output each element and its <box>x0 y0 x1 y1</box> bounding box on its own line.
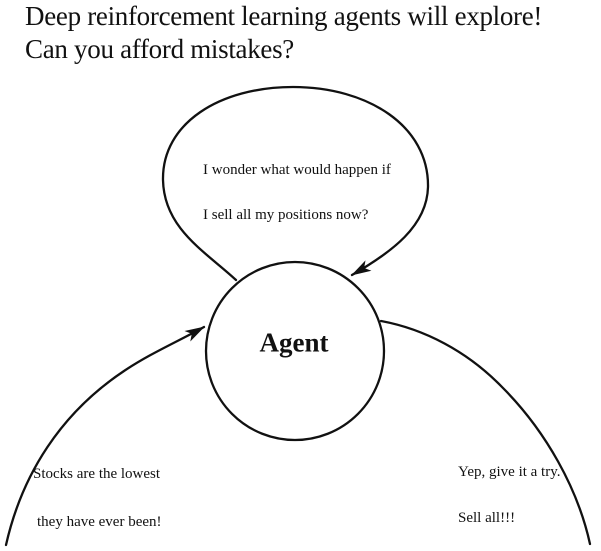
agent-label: Agent <box>259 327 329 358</box>
incoming-arrow-left <box>4 325 206 547</box>
thought-bubble-text-line-2: I sell all my positions now? <box>203 207 369 223</box>
caption-right-line-1: Yep, give it a try. <box>458 464 561 480</box>
title-line-2: Can you afford mistakes? <box>25 34 294 64</box>
caption-left-line-1: Stocks are the lowest <box>33 466 161 482</box>
thought-bubble-text-line-1: I wonder what would happen if <box>203 162 391 178</box>
caption-left-line-2: they have ever been! <box>37 514 162 530</box>
caption-right-line-2: Sell all!!! <box>458 510 516 526</box>
title-line-1: Deep reinforcement learning agents will … <box>25 1 543 31</box>
agent-circle <box>204 260 386 442</box>
outgoing-curve-right <box>379 319 592 546</box>
thought-bubble-outline <box>161 85 430 282</box>
figure-title: Deep reinforcement learning agents will … <box>25 0 542 66</box>
